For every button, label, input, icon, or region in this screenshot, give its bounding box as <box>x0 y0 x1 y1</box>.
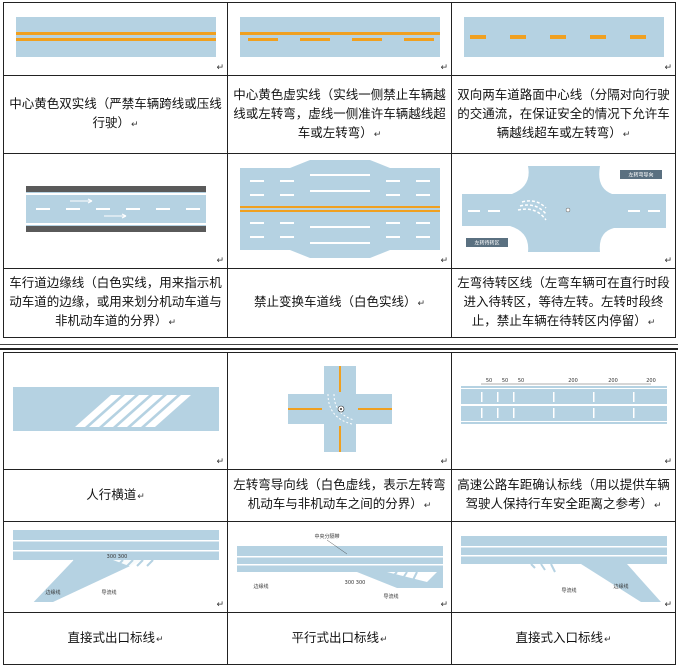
return-mark: ↵ <box>603 634 612 645</box>
caption-no-lane-change: 禁止变换车道线（白色实线）↵ <box>227 268 452 338</box>
caption-text: 高速公路车距确认标线（用以提供车辆驾驶人保持行车安全距离之参考） <box>457 477 670 511</box>
cell-direct-entrance-image: 导流线 边缘线 ↵ <box>451 521 676 613</box>
return-mark: ↵ <box>664 63 672 73</box>
exit-dims: 300 300 <box>106 554 127 560</box>
cell-distance-confirm-image: 50 50 50 200 200 200 ↵ <box>451 352 676 470</box>
dist-label: 200 <box>568 378 578 384</box>
return-mark: ↵ <box>417 299 426 309</box>
caption-distance-confirm: 高速公路车距确认标线（用以提供车辆驾驶人保持行车安全距离之参考）↵ <box>451 469 676 522</box>
direct-entrance-marking-icon: 导流线 边缘线 <box>460 526 667 604</box>
cell-direct-exit-image: 300 300 边缘线 导流线 ↵ <box>3 521 228 613</box>
return-mark: ↵ <box>216 457 224 467</box>
ent-gore: 导流线 <box>561 587 576 594</box>
dist-label: 200 <box>608 378 618 384</box>
caption-text: 中心黄色虚实线（实线一侧禁止车辆越线或左转弯，虚线一侧准许车辆越线超车或左转弯） <box>233 86 446 140</box>
return-mark: ↵ <box>653 501 662 511</box>
return-mark: ↵ <box>423 501 432 511</box>
return-mark: ↵ <box>440 457 448 467</box>
parallel-exit-marking-icon: 中央分隔带 300 300 边缘线 导流线 <box>236 526 443 604</box>
cell-solid-dashed-image: ↵ <box>227 2 452 76</box>
ent-edge: 边缘线 <box>613 583 628 590</box>
dist-label: 200 <box>646 378 656 384</box>
cell-parallel-exit-image: 中央分隔带 300 300 边缘线 导流线 ↵ <box>227 521 452 613</box>
caption-text: 直接式出口标线 <box>67 629 155 645</box>
return-mark: ↵ <box>373 129 382 140</box>
return-mark: ↵ <box>168 318 177 328</box>
separator-line <box>0 348 678 350</box>
caption-waiting-area: 左弯待转区线（左弯车辆可在直行时段进入待转区，等待左转。左转时段终止，禁止车辆在… <box>451 268 676 338</box>
caption-solid-dashed: 中心黄色虚实线（实线一侧禁止车辆越线或左转弯，虚线一侧准许车辆越线超车或左转弯）… <box>227 75 452 154</box>
no-lane-change-line-icon <box>239 160 440 258</box>
bottom-marking-table: ↵ ↵ <box>3 352 676 665</box>
caption-text: 中心黄色双实线（严禁车辆跨线或压线行驶） <box>9 96 222 130</box>
dist-label: 50 <box>501 378 507 384</box>
cell-waiting-area-image: 左转弯导向 左转待转区 ↵ <box>451 153 676 269</box>
edge-line-icon <box>25 186 206 232</box>
return-mark: ↵ <box>130 120 139 130</box>
return-mark: ↵ <box>622 129 631 140</box>
dist-label: 50 <box>485 378 491 384</box>
yellow-solid-dashed-line-icon <box>239 17 440 57</box>
return-mark: ↵ <box>216 256 224 266</box>
cell-double-solid-image: ↵ <box>3 2 228 76</box>
return-mark: ↵ <box>664 600 672 610</box>
caption-left-turn-guide: 左转弯导向线（白色虚线，表示左转弯机动车与非机动车之间的分界）↵ <box>227 469 452 522</box>
caption-text: 左转弯导向线（白色虚线，表示左转弯机动车与非机动车之间的分界） <box>233 477 446 511</box>
return-mark: ↵ <box>155 634 164 645</box>
crosswalk-icon <box>12 387 219 431</box>
par-edge: 边缘线 <box>253 583 268 590</box>
cell-left-turn-guide-image: ↵ <box>227 352 452 470</box>
caption-text: 直接式入口标线 <box>515 629 603 645</box>
par-center: 中央分隔带 <box>314 533 339 540</box>
exit-edge: 边缘线 <box>45 589 60 596</box>
par-dims: 300 300 <box>344 580 365 586</box>
caption-center-dashed: 双向两车道路面中心线（分隔对向行驶的交通流，在保证安全的情况下允许车辆越线超车或… <box>451 75 676 154</box>
return-mark: ↵ <box>137 491 145 502</box>
caption-edge-line: 车行道边缘线（白色实线，用来指示机动车道的边缘，或用来划分机动车道与非机动车道的… <box>3 268 228 338</box>
separator-line <box>0 344 678 345</box>
caption-text: 双向两车道路面中心线（分隔对向行驶的交通流，在保证安全的情况下允许车辆越线超车或… <box>457 86 670 140</box>
cell-edge-line-image: ↵ <box>3 153 228 269</box>
return-mark: ↵ <box>440 256 448 266</box>
return-mark: ↵ <box>216 63 224 73</box>
par-gore: 导流线 <box>383 593 398 600</box>
return-mark: ↵ <box>664 457 672 467</box>
caption-double-solid: 中心黄色双实线（严禁车辆跨线或压线行驶）↵ <box>3 75 228 154</box>
turn-label-1: 左转弯导向 <box>628 172 653 179</box>
caption-text: 人行横道 <box>86 486 137 502</box>
cell-center-dashed-image: ↵ <box>451 2 676 76</box>
direct-exit-marking-icon: 300 300 边缘线 导流线 <box>12 526 219 604</box>
return-mark: ↵ <box>647 318 656 328</box>
caption-parallel-exit: 平行式出口标线↵ <box>227 612 452 665</box>
caption-direct-entrance: 直接式入口标线↵ <box>451 612 676 665</box>
left-turn-waiting-area-icon: 左转弯导向 左转待转区 <box>461 166 666 252</box>
caption-text: 车行道边缘线（白色实线，用来指示机动车道的边缘，或用来划分机动车道与非机动车道的… <box>9 275 222 328</box>
exit-gore: 导流线 <box>101 589 116 596</box>
return-mark: ↵ <box>440 600 448 610</box>
caption-text: 禁止变换车道线（白色实线） <box>253 294 417 309</box>
double-solid-yellow-line-icon <box>15 17 216 57</box>
caption-crosswalk: 人行横道↵ <box>3 469 228 522</box>
caption-text: 平行式出口标线 <box>291 629 379 645</box>
left-turn-guide-line-icon <box>287 366 392 452</box>
caption-direct-exit: 直接式出口标线↵ <box>3 612 228 665</box>
dist-label: 50 <box>517 378 523 384</box>
page-break-separator <box>0 344 678 350</box>
turn-label-2: 左转待转区 <box>474 240 499 247</box>
distance-confirmation-line-icon: 50 50 50 200 200 200 <box>460 372 667 446</box>
cell-crosswalk-image: ↵ <box>3 352 228 470</box>
return-mark: ↵ <box>440 63 448 73</box>
cell-no-lane-change-image: ↵ <box>227 153 452 269</box>
return-mark: ↵ <box>379 634 388 645</box>
top-marking-table: ↵ ↵ ↵ 中心黄色双实线（严禁车 <box>3 2 676 338</box>
return-mark: ↵ <box>664 256 672 266</box>
return-mark: ↵ <box>216 600 224 610</box>
yellow-dashed-center-line-icon <box>463 17 664 57</box>
caption-text: 左弯待转区线（左弯车辆可在直行时段进入待转区，等待左转。左转时段终止，禁止车辆在… <box>457 275 670 328</box>
